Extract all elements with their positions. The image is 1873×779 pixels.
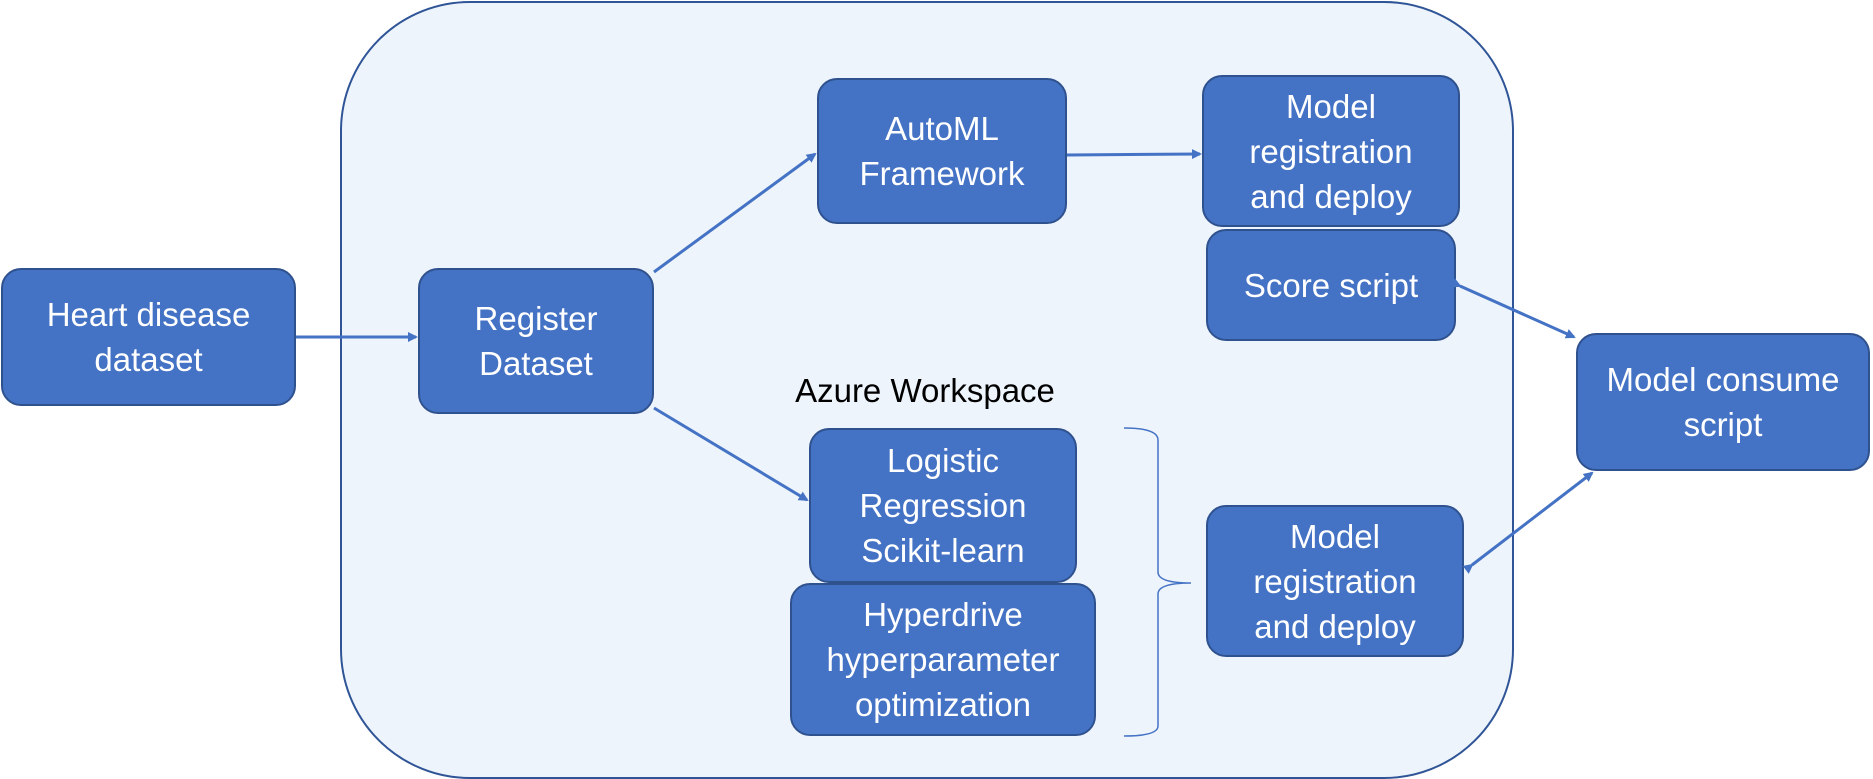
arrow-register-to-automl	[653, 152, 817, 274]
model-registration-top-node: Model registration and deploy	[1202, 75, 1460, 227]
register-dataset-node: Register Dataset	[418, 268, 654, 414]
automl-framework-node: AutoML Framework	[817, 78, 1067, 224]
arrow-score-consume	[1450, 278, 1576, 339]
grouping-brace	[1123, 427, 1192, 737]
arrow-registration-consume	[1462, 471, 1594, 574]
workspace-label: Azure Workspace	[795, 372, 1055, 409]
model-consume-script-node: Model consume script	[1576, 333, 1870, 471]
arrow-automl-to-registration	[1066, 149, 1202, 160]
heart-disease-dataset-node: Heart disease dataset	[1, 268, 296, 406]
score-script-node: Score script	[1206, 229, 1456, 341]
arrow-register-to-logistic	[653, 406, 809, 502]
logistic-regression-node: Logistic Regression Scikit-learn	[809, 428, 1077, 583]
hyperdrive-node: Hyperdrive hyperparameter optimization	[790, 583, 1096, 736]
model-registration-bottom-node: Model registration and deploy	[1206, 505, 1464, 657]
